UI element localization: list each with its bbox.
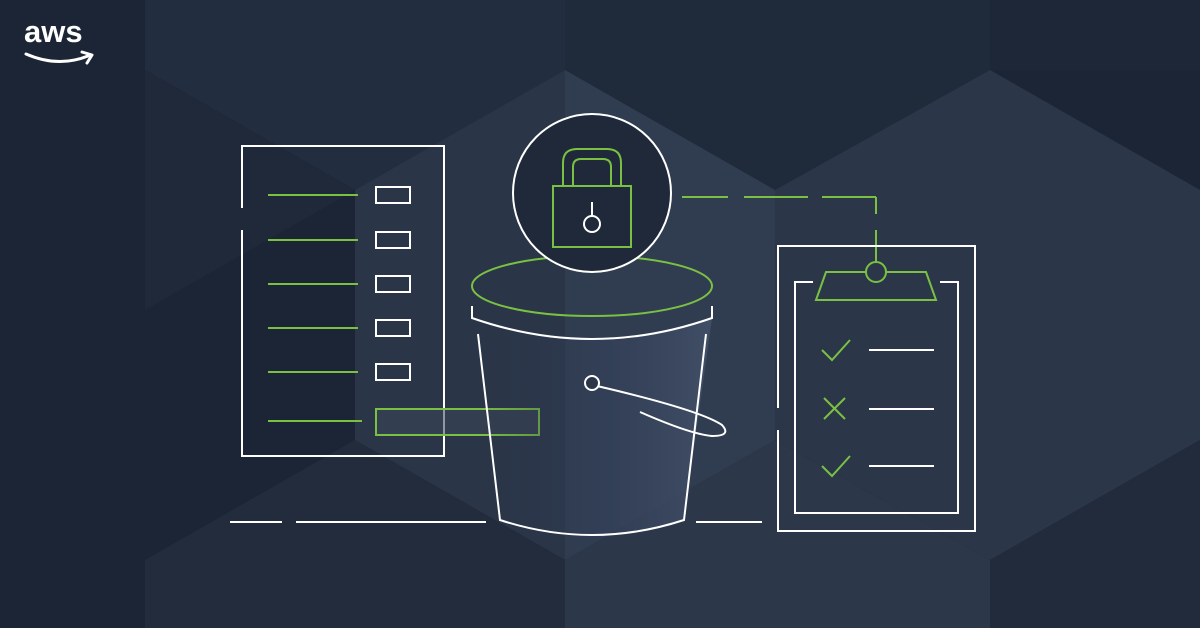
clipboard-icon	[777, 245, 976, 532]
amazon-smile-arrow-icon	[24, 50, 94, 65]
checkmark-icon	[821, 339, 851, 362]
connector-dashed-line	[682, 196, 877, 262]
checkmark-icon	[821, 455, 851, 478]
x-mark-icon	[823, 397, 846, 420]
aws-logo[interactable]: aws	[24, 14, 104, 68]
bucket-icon	[471, 255, 727, 536]
logo-text: aws	[24, 14, 83, 49]
padlock-icon	[512, 113, 672, 273]
clipboard-items	[821, 339, 934, 478]
